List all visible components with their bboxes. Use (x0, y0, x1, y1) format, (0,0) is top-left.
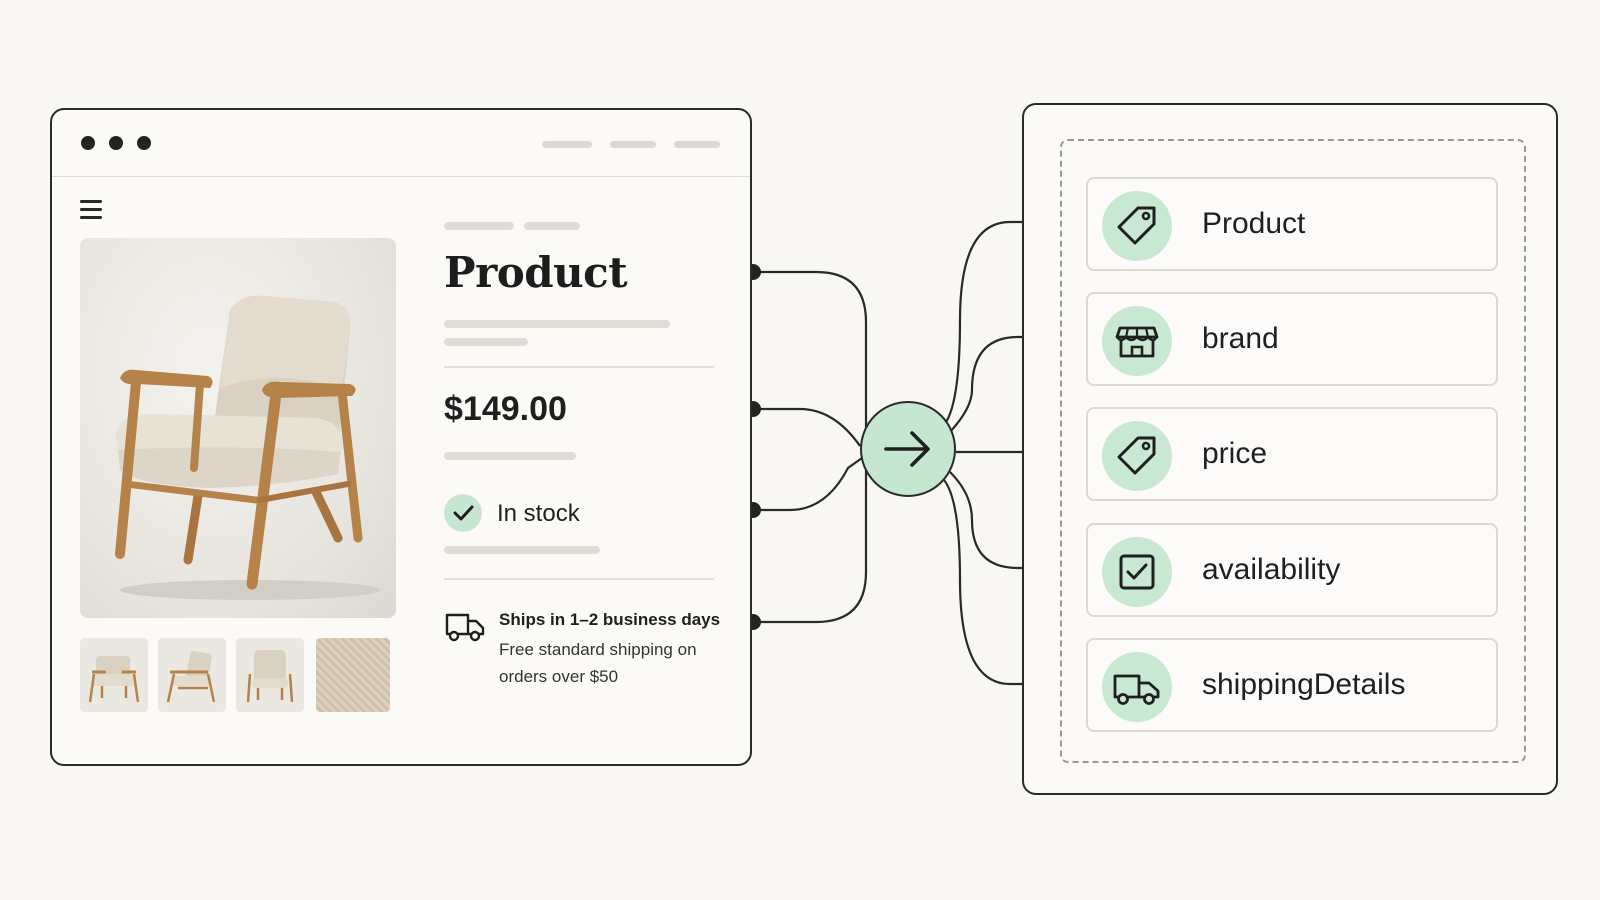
arrow-right-icon (884, 431, 930, 467)
schema-field-label: brand (1202, 322, 1279, 355)
schema-group (1060, 139, 1526, 763)
connector-out-product (943, 220, 1061, 426)
schema-field-label: shippingDetails (1202, 668, 1406, 701)
thumbnail-front[interactable] (80, 638, 148, 712)
breadcrumb-placeholder (524, 222, 580, 230)
availability-label: In stock (497, 500, 580, 527)
connector-shipping (753, 470, 868, 624)
stock-check-icon (444, 494, 482, 532)
window-titlebar (52, 110, 750, 177)
breadcrumb-placeholder (444, 222, 514, 230)
schema-field-shipping-details[interactable]: shippingDetails (1086, 638, 1498, 732)
connector-price (753, 407, 861, 447)
nav-placeholder (610, 141, 656, 148)
checkbox-icon (1102, 537, 1172, 607)
product-page-window: Product $149.00 In stock Ships in 1–2 bu… (50, 108, 752, 766)
schema-field-availability[interactable]: availability (1086, 523, 1498, 617)
window-control-dot[interactable] (109, 136, 123, 150)
schema-field-label: price (1202, 437, 1268, 470)
window-control-dot[interactable] (137, 136, 151, 150)
schema-field-price[interactable]: price (1086, 407, 1498, 501)
transform-hub (860, 401, 956, 497)
schema-panel: Product brand price (1022, 103, 1558, 795)
menu-icon[interactable] (80, 200, 104, 220)
connector-out-shipping (943, 479, 1061, 686)
schema-field-label: availability (1202, 553, 1341, 586)
nav-placeholder (674, 141, 720, 148)
nav-placeholder (542, 141, 592, 148)
tag-icon (1102, 191, 1172, 261)
product-price: $149.00 (444, 390, 567, 428)
connector-out-availability (949, 471, 1061, 570)
connector-product-title (753, 270, 868, 430)
shipping-details: Free standard shipping on orders over $5… (499, 640, 697, 686)
truck-icon (444, 610, 486, 649)
product-image[interactable] (80, 238, 396, 618)
schema-field-product[interactable]: Product (1086, 177, 1498, 271)
armchair-illustration (115, 295, 380, 600)
tag-icon (1102, 421, 1172, 491)
window-control-dot[interactable] (81, 136, 95, 150)
availability-note-placeholder (444, 546, 600, 554)
thumbnail-fabric-swatch[interactable] (316, 638, 390, 712)
connector-availability (753, 457, 863, 512)
product-title: Product (444, 248, 628, 297)
schema-field-brand[interactable]: brand (1086, 292, 1498, 386)
divider (444, 578, 714, 580)
shipping-headline: Ships in 1–2 business days (499, 610, 721, 629)
divider (444, 366, 714, 368)
price-note-placeholder (444, 452, 576, 460)
thumbnail-side[interactable] (158, 638, 226, 712)
schema-field-label: Product (1202, 207, 1306, 240)
description-placeholder (444, 320, 670, 328)
truck-icon (1102, 652, 1172, 722)
connector-out-brand (949, 335, 1061, 433)
description-placeholder (444, 338, 528, 346)
thumbnail-back[interactable] (236, 638, 304, 712)
storefront-icon (1102, 306, 1172, 376)
